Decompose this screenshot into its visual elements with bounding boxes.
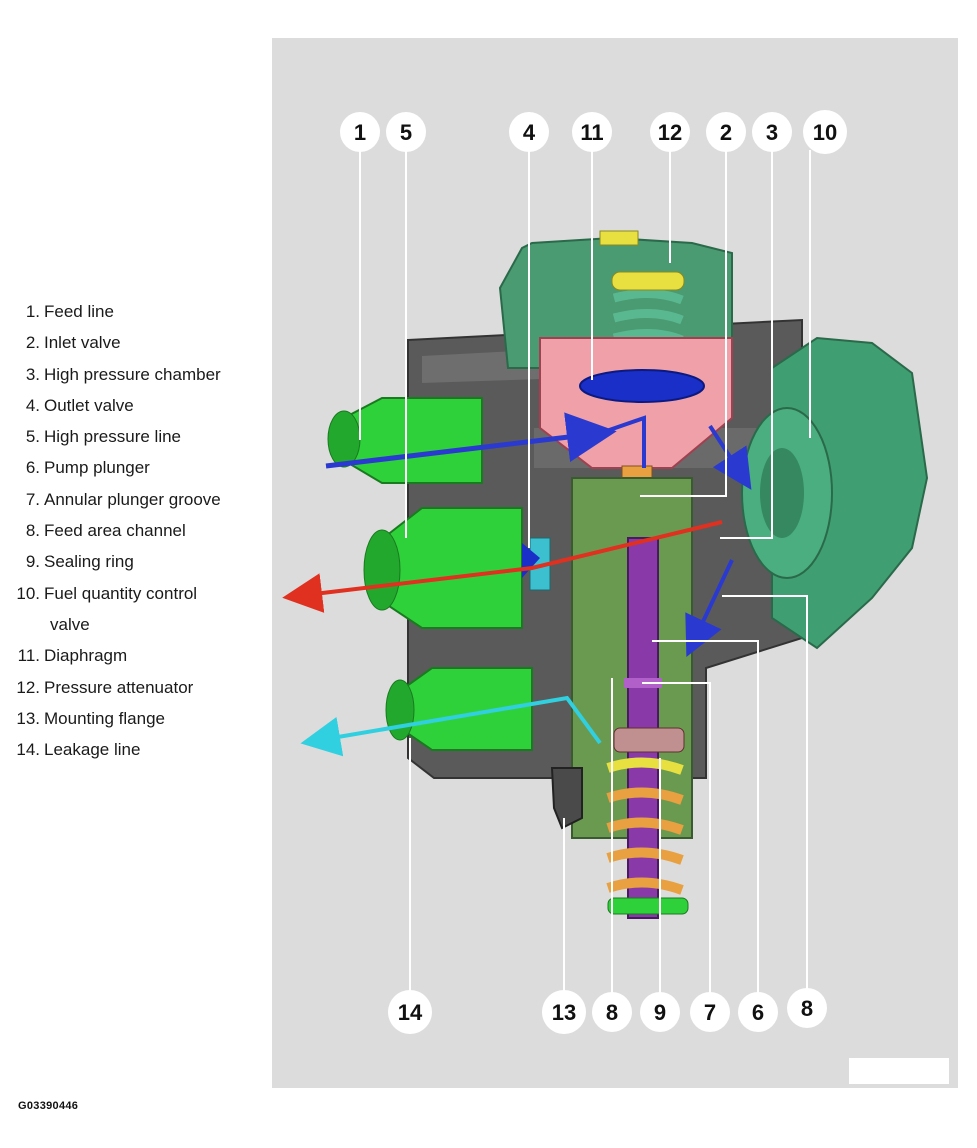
legend-item-continuation: valve xyxy=(50,614,90,634)
legend-item: 9.Sealing ring xyxy=(25,552,134,572)
callout-top-10: 10 xyxy=(803,110,847,154)
legend-item: 14.Leakage line xyxy=(16,740,141,760)
callout-bottom-8b: 8 xyxy=(787,988,827,1028)
callout-top-11: 11 xyxy=(572,112,612,152)
callout-bottom-8: 8 xyxy=(592,992,632,1032)
svg-text:13: 13 xyxy=(552,1000,576,1025)
legend-item: 5.High pressure line xyxy=(25,427,182,447)
callout-top-3: 3 xyxy=(752,112,792,152)
control-flow-arrow xyxy=(708,424,752,490)
leader-lines xyxy=(359,150,811,998)
legend-item: 8.Feed area channel xyxy=(25,521,186,541)
svg-text:10: 10 xyxy=(813,120,837,145)
return-flow-arrow xyxy=(685,559,734,657)
leakage-flow-arrow xyxy=(300,695,602,757)
legend-item: 13.Mounting flange xyxy=(16,708,165,728)
svg-text:9: 9 xyxy=(654,1000,666,1025)
callout-top-1: 1 xyxy=(340,112,380,152)
svg-text:1: 1 xyxy=(354,120,366,145)
diagram-panel: 1 5 4 11 12 2 3 10 14 13 8 9 7 6 8 xyxy=(272,38,958,1088)
svg-text:6: 6 xyxy=(752,1000,764,1025)
parts-legend: 1.Feed line 2.Inlet valve 3.High pressur… xyxy=(0,296,262,765)
svg-text:12: 12 xyxy=(658,120,682,145)
panel-tag xyxy=(849,1058,949,1084)
high-pressure-flow-arrow xyxy=(282,520,723,613)
callout-top-5: 5 xyxy=(386,112,426,152)
callout-bottom-13: 13 xyxy=(542,990,586,1034)
spring-seat xyxy=(611,271,685,291)
diaphragm xyxy=(579,369,705,403)
svg-text:4: 4 xyxy=(523,120,536,145)
document-id: G03390446 xyxy=(18,1100,79,1112)
callout-top-4: 4 xyxy=(509,112,549,152)
legend-item: 7.Annular plunger groove xyxy=(25,489,221,509)
callout-bottom-6: 6 xyxy=(738,992,778,1032)
legend-item: 11.Diaphragm xyxy=(17,646,128,666)
plunger-spring xyxy=(606,727,689,915)
callout-top-2: 2 xyxy=(706,112,746,152)
pump-cutaway-diagram: 1 5 4 11 12 2 3 10 14 13 8 9 7 6 8 xyxy=(282,110,929,1034)
feed-flow-arrow-inner xyxy=(591,415,646,468)
feed-flow-arrow xyxy=(325,412,617,469)
legend-item: 4.Outlet valve xyxy=(25,395,134,415)
legend-item: 6.Pump plunger xyxy=(25,458,150,478)
legend-item: 3.High pressure chamber xyxy=(25,364,221,384)
callout-top-12: 12 xyxy=(650,112,690,152)
mounting-flange xyxy=(550,767,583,830)
high-pressure-line-fitting xyxy=(363,507,523,629)
legend-item: 2.Inlet valve xyxy=(25,333,121,353)
svg-text:14: 14 xyxy=(398,1000,423,1025)
svg-text:11: 11 xyxy=(580,120,603,145)
svg-text:8: 8 xyxy=(801,996,813,1021)
svg-text:7: 7 xyxy=(704,1000,716,1025)
svg-text:3: 3 xyxy=(766,120,778,145)
callout-bottom-14: 14 xyxy=(388,990,432,1034)
legend-item: 1.Feed line xyxy=(25,302,114,321)
svg-text:8: 8 xyxy=(606,1000,618,1025)
callout-bottom-7: 7 xyxy=(690,992,730,1032)
legend-item: 12.Pressure attenuator xyxy=(16,677,194,697)
callout-bottom-9: 9 xyxy=(640,992,680,1032)
svg-text:5: 5 xyxy=(400,120,412,145)
legend-item: 10.Fuel quantity control xyxy=(16,583,198,603)
leakage-line-fitting xyxy=(385,667,533,751)
svg-text:2: 2 xyxy=(720,120,732,145)
